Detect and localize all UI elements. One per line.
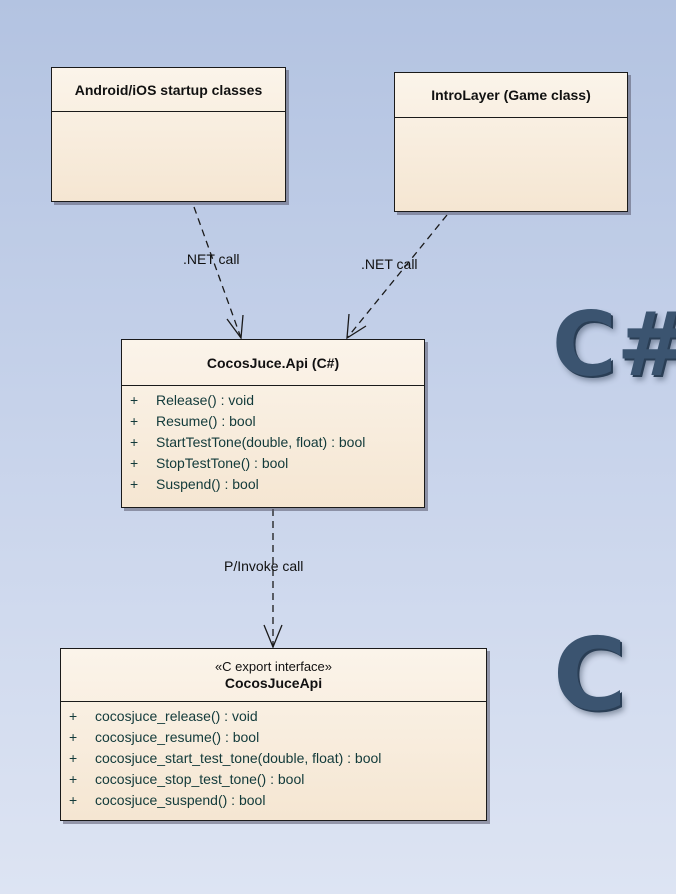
operation-row: + Suspend() : bool — [130, 474, 424, 495]
edge-intro-to-api — [346, 214, 448, 339]
intro-layer-box[interactable]: IntroLayer (Game class) — [394, 72, 628, 212]
operation-signature: Suspend() : bool — [156, 476, 259, 492]
operation-signature: StopTestTone() : bool — [156, 455, 289, 471]
cocosjuce-api-header: CocosJuce.Api (C#) — [122, 340, 424, 386]
visibility-marker: + — [130, 476, 139, 492]
cocosjuce-api-box[interactable]: CocosJuce.Api (C#) + Release() : void + Res… — [121, 339, 425, 508]
visibility-marker: + — [130, 455, 139, 471]
operation-row: + cocosjuce_resume() : bool — [69, 727, 486, 748]
intro-layer-header: IntroLayer (Game class) — [395, 73, 627, 118]
visibility-marker: + — [69, 750, 78, 766]
operation-row: + cocosjuce_stop_test_tone() : bool — [69, 769, 486, 790]
startup-classes-box[interactable]: Android/iOS startup classes — [51, 67, 286, 202]
cocosjuce-c-api-operations: + cocosjuce_release() : void + cocosjuce_re… — [61, 702, 486, 811]
operation-row: + StopTestTone() : bool — [130, 453, 424, 474]
cocosjuce-api-title: CocosJuce.Api (C#) — [206, 354, 340, 371]
intro-layer-title: IntroLayer (Game class) — [431, 87, 591, 103]
visibility-marker: + — [69, 771, 78, 787]
operation-signature: cocosjuce_start_test_tone(double, float)… — [95, 750, 382, 766]
visibility-marker: + — [69, 729, 78, 745]
arrowhead-api-to-capi — [263, 624, 283, 649]
edge-label-intro-net-call: .NET call — [361, 256, 418, 272]
visibility-marker: + — [130, 434, 139, 450]
operation-signature: StartTestTone(double, float) : bool — [156, 434, 366, 450]
operation-row: + Resume() : bool — [130, 411, 424, 432]
startup-classes-title: Android/iOS startup classes — [74, 81, 263, 98]
operation-signature: Release() : void — [156, 392, 255, 408]
operation-signature: cocosjuce_resume() : bool — [95, 729, 260, 745]
visibility-marker: + — [69, 792, 78, 808]
edge-label-pinvoke-call: P/Invoke call — [224, 558, 304, 574]
operation-row: + cocosjuce_start_test_tone(double, float… — [69, 748, 486, 769]
arrowhead-startup-to-api — [226, 314, 244, 340]
cocosjuce-api-operations: + Release() : void + Resume() : bool + StartT… — [122, 386, 424, 495]
operation-row: + Release() : void — [130, 390, 424, 411]
csharp-language-label: C# — [552, 293, 676, 396]
c-export-stereotype: «C export interface» — [214, 659, 333, 674]
operation-signature: cocosjuce_suspend() : bool — [95, 792, 266, 808]
startup-classes-header: Android/iOS startup classes — [52, 68, 285, 112]
cocosjuce-c-api-title: CocosJuceApi — [224, 675, 323, 691]
operation-signature: Resume() : bool — [156, 413, 256, 429]
edge-startup-to-api — [193, 206, 242, 339]
cocosjuce-c-api-box[interactable]: «C export interface» CocosJuceApi + cocos… — [60, 648, 487, 821]
cocosjuce-c-api-header: «C export interface» CocosJuceApi — [61, 649, 486, 702]
edge-label-startup-net-call: .NET call — [183, 251, 240, 267]
visibility-marker: + — [130, 392, 139, 408]
operation-row: + cocosjuce_release() : void — [69, 706, 486, 727]
operation-signature: cocosjuce_release() : void — [95, 708, 258, 724]
c-language-label: C — [553, 616, 627, 733]
operation-signature: cocosjuce_stop_test_tone() : bool — [95, 771, 305, 787]
visibility-marker: + — [69, 708, 78, 724]
operation-row: + cocosjuce_suspend() : bool — [69, 790, 486, 811]
operation-row: + StartTestTone(double, float) : bool — [130, 432, 424, 453]
visibility-marker: + — [130, 413, 139, 429]
arrowhead-intro-to-api — [346, 313, 367, 340]
